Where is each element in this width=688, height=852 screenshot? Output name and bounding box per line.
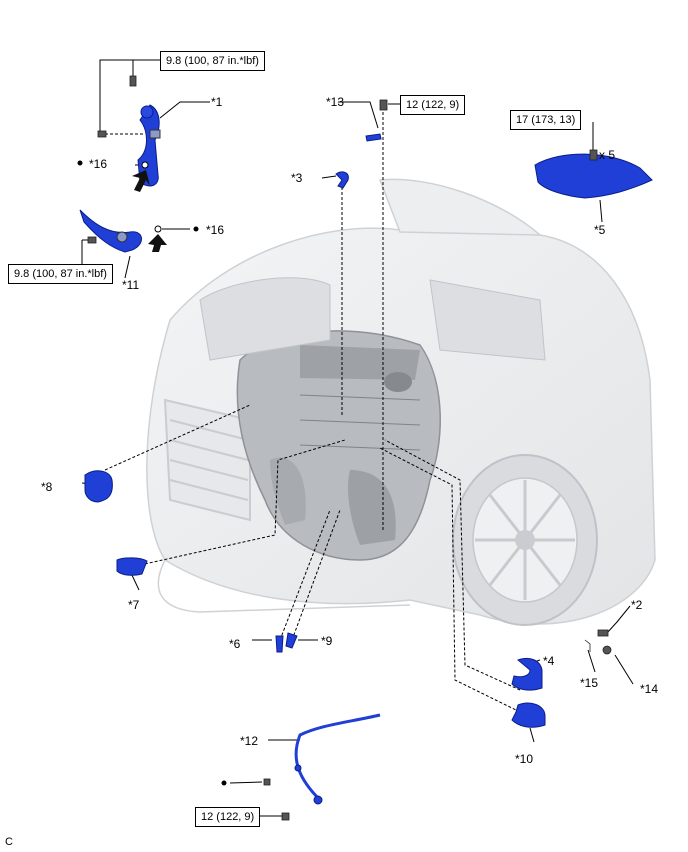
callout-11: *11 <box>122 278 140 292</box>
callout-16-lower: *16 <box>206 223 225 237</box>
clip-14 <box>602 645 612 655</box>
callout-3: *3 <box>291 171 303 185</box>
engine-assembly <box>236 330 441 561</box>
clip-15 <box>584 639 591 652</box>
hose-9 <box>285 632 298 649</box>
bolt-upper-left <box>129 75 137 87</box>
hose-6 <box>275 635 284 653</box>
direction-arrows <box>132 170 167 252</box>
clip-12 <box>263 778 271 786</box>
callout-13: *13 <box>326 95 345 109</box>
bullet-dots <box>77 160 227 786</box>
callout-4: *4 <box>543 654 555 668</box>
callout-10: *10 <box>515 752 534 766</box>
solid-leaders <box>81 59 634 817</box>
quantity-note: x 5 <box>599 148 616 162</box>
leader-lines <box>104 112 594 713</box>
hose-10 <box>511 702 546 728</box>
callout-12: *12 <box>240 734 259 748</box>
callout-8: *8 <box>41 480 53 494</box>
hose-13 <box>365 133 382 142</box>
bolt-left <box>87 236 97 244</box>
bolt-right <box>589 149 598 161</box>
arrow-upper <box>132 170 150 192</box>
callout-15: *15 <box>580 676 599 690</box>
arrow-lower <box>148 234 167 252</box>
blue-parts <box>79 104 653 805</box>
callout-9: *9 <box>321 634 333 648</box>
hose-3 <box>335 171 349 189</box>
bolt-center-top <box>379 99 388 111</box>
torque-spec-right: 17 (173, 13) <box>510 110 582 130</box>
bolt-left-clamp <box>97 130 107 138</box>
callout-16-upper: *16 <box>89 157 108 171</box>
front-wheel <box>452 454 598 626</box>
clip-2 <box>597 629 609 637</box>
engine-bay <box>199 277 546 361</box>
callout-14: *14 <box>640 682 659 696</box>
corner-code: C <box>5 836 13 848</box>
hose-8 <box>84 470 113 503</box>
callout-1: *1 <box>211 95 223 109</box>
hose-4 <box>511 657 543 691</box>
hose-7 <box>116 557 148 576</box>
hose-11 <box>79 209 142 253</box>
callout-5: *5 <box>594 223 606 237</box>
nut-bottom <box>281 812 290 821</box>
callout-2: *2 <box>631 598 643 612</box>
callout-7: *7 <box>128 598 140 612</box>
torque-spec-upper-left: 9.8 (100, 87 in.*lbf) <box>160 51 265 71</box>
callout-6: *6 <box>229 637 241 651</box>
bracket-5 <box>534 153 653 199</box>
front-grille <box>163 398 251 522</box>
torque-spec-bottom: 12 (122, 9) <box>195 807 261 827</box>
torque-spec-left: 9.8 (100, 87 in.*lbf) <box>8 264 113 284</box>
cable-12 <box>294 713 381 802</box>
hardware <box>87 75 612 821</box>
torque-spec-center-top: 12 (122, 9) <box>400 95 466 115</box>
